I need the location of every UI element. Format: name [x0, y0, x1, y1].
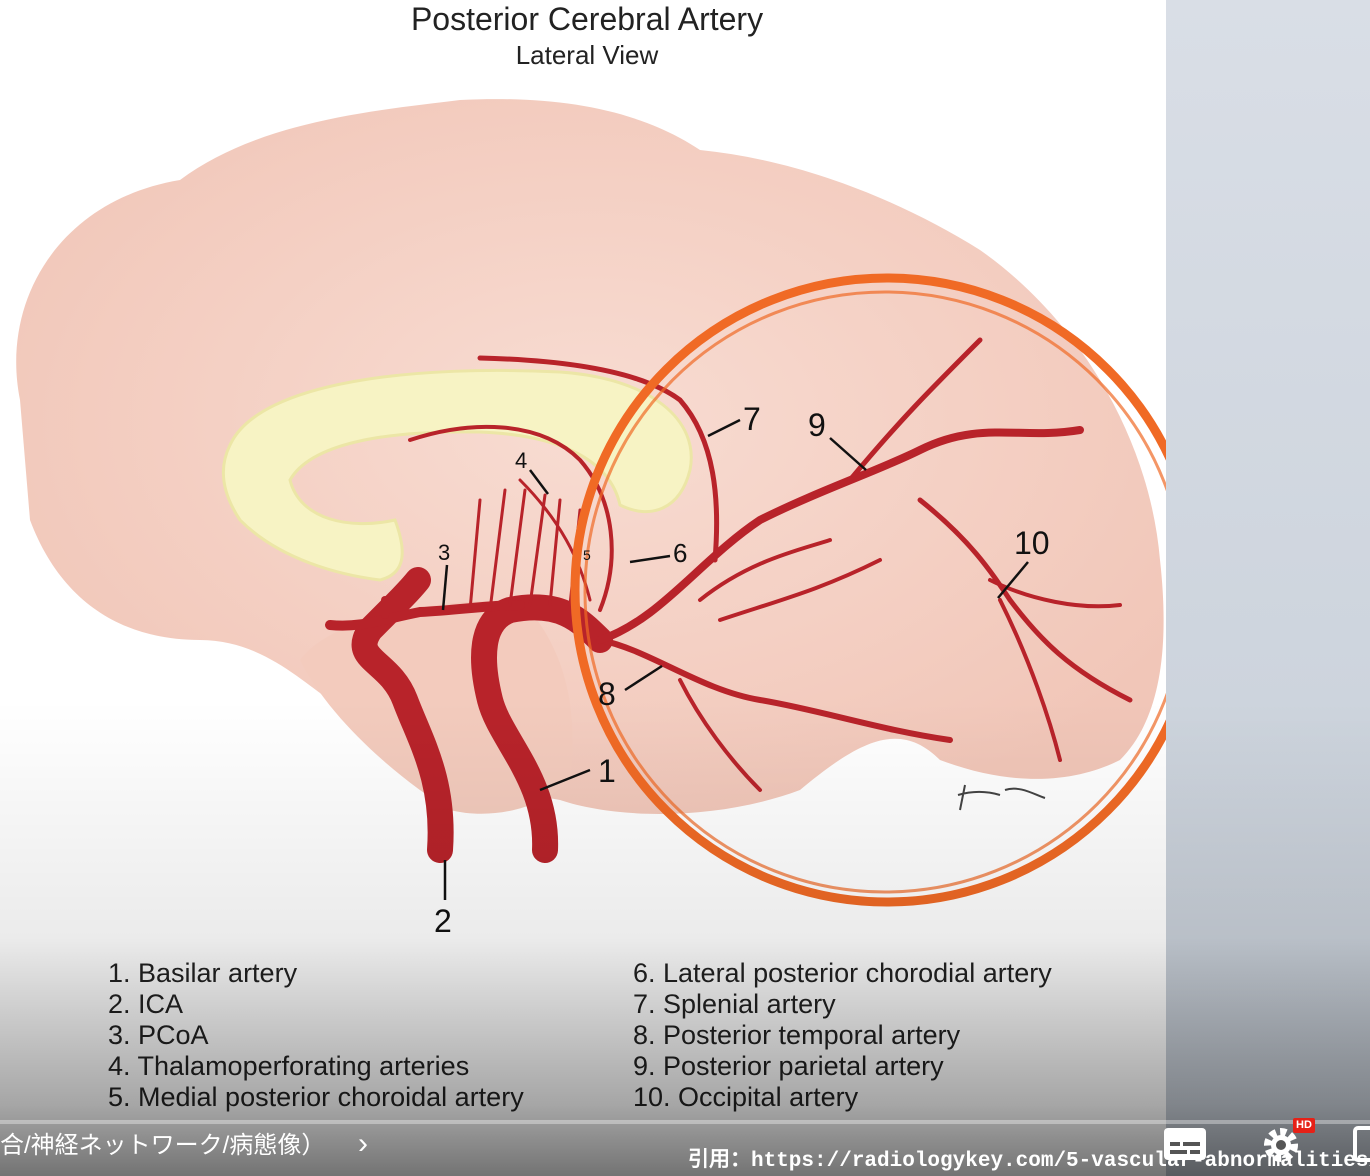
legend-item: 10. Occipital artery: [633, 1082, 859, 1112]
legend-item: 2. ICA: [108, 989, 184, 1019]
legend-item: 7. Splenial artery: [633, 989, 836, 1019]
subtitles-button[interactable]: [1162, 1124, 1208, 1169]
subtitles-icon: [1164, 1128, 1206, 1160]
fullscreen-icon: [1353, 1126, 1370, 1162]
callout-9: 9: [808, 407, 826, 443]
diagram-title: Posterior Cerebral Artery: [411, 1, 763, 37]
legend-left: 1. Basilar artery 2. ICA 3. PCoA 4. Thal…: [108, 958, 524, 1113]
legend-item: 3. PCoA: [108, 1020, 209, 1050]
hd-badge: HD: [1293, 1118, 1315, 1133]
legend-item: 8. Posterior temporal artery: [633, 1020, 961, 1050]
chapter-title[interactable]: 合/神経ネットワーク/病態像）: [0, 1132, 326, 1159]
legend-item: 1. Basilar artery: [108, 958, 298, 988]
legend-item: 4. Thalamoperforating arteries: [108, 1051, 470, 1081]
corpus-callosum: [221, 368, 693, 582]
artist-signature: [957, 784, 1046, 811]
callout-5: 5: [583, 547, 591, 563]
callout-7: 7: [743, 401, 761, 437]
callout-4: 4: [515, 448, 527, 473]
legend-item: 6. Lateral posterior chorodial artery: [633, 958, 1052, 988]
video-frame[interactable]: Posterior Cerebral Artery Lateral View: [0, 0, 1166, 1176]
legend-right: 6. Lateral posterior chorodial artery 7.…: [633, 958, 1052, 1113]
callout-3: 3: [438, 540, 450, 565]
callout-8: 8: [598, 676, 616, 712]
settings-gear-icon: [1264, 1128, 1298, 1162]
callout-10: 10: [1014, 525, 1050, 561]
brain-diagram: Posterior Cerebral Artery Lateral View: [16, 1, 1166, 939]
diagram-subtitle: Lateral View: [516, 40, 659, 70]
progress-bar[interactable]: [0, 1120, 1370, 1124]
chapter-chevron-icon[interactable]: ›: [358, 1127, 368, 1160]
background-side: [1166, 0, 1370, 1176]
legend-item: 9. Posterior parietal artery: [633, 1051, 944, 1081]
legend-item: 5. Medial posterior choroidal artery: [108, 1082, 524, 1112]
fullscreen-button[interactable]: [1352, 1124, 1370, 1171]
callout-2: 2: [434, 903, 452, 939]
callout-1: 1: [598, 753, 616, 789]
settings-button[interactable]: [1260, 1124, 1302, 1171]
callout-6: 6: [673, 538, 687, 568]
